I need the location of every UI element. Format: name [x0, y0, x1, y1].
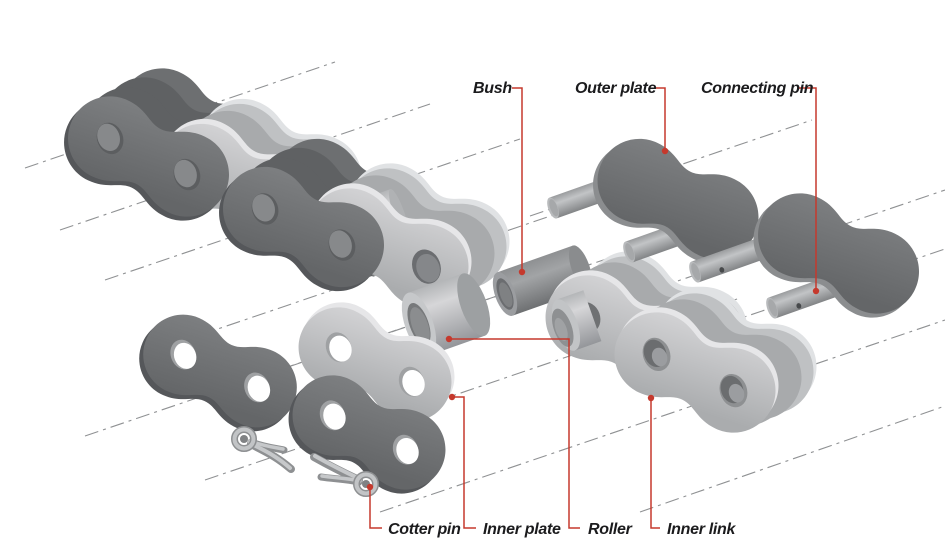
loose-outer-plate — [275, 362, 459, 507]
leader-lines — [369, 87, 817, 529]
part-labels: Bush Outer plate Connecting pin Cotter p… — [388, 80, 814, 538]
leader-dot — [647, 394, 655, 402]
cotter-pin-part — [231, 426, 295, 473]
leader-dot — [661, 147, 669, 155]
inner-link-assembly — [600, 274, 831, 447]
leader-dots — [366, 147, 820, 491]
leader-outer-plate — [654, 87, 666, 148]
pin-head — [96, 122, 124, 155]
label-roller: Roller — [588, 521, 633, 538]
loose-inner-plate — [285, 289, 468, 435]
outer-plate-with-pins — [547, 125, 773, 277]
leader-inner-plate — [453, 396, 476, 529]
label-connecting-pin: Connecting pin — [701, 80, 814, 97]
label-inner-link: Inner link — [667, 521, 737, 538]
pin-head — [251, 193, 279, 225]
cotter-pin-hole — [719, 267, 725, 273]
leader-dot — [448, 393, 456, 401]
assembled-chain — [50, 54, 524, 323]
connecting-pin-link — [689, 179, 933, 332]
leader-dot — [366, 483, 374, 491]
leader-connecting-pin — [799, 87, 817, 288]
leader-dot — [812, 287, 820, 295]
leader-dot — [518, 268, 526, 276]
label-outer-plate: Outer plate — [575, 80, 657, 97]
pin-head — [328, 229, 356, 261]
label-bush: Bush — [473, 80, 512, 97]
leader-roller — [451, 338, 580, 529]
empty-bush-hole — [412, 249, 441, 284]
loose-outer-plate — [126, 301, 310, 445]
leader-bush — [512, 87, 523, 269]
leader-cotter-pin — [369, 489, 382, 529]
outer-link-front-plate — [50, 82, 243, 235]
leader-inner-link — [650, 399, 660, 529]
label-cotter-pin: Cotter pin — [388, 521, 461, 538]
bush-stub — [551, 290, 602, 351]
cotter-pin-part — [310, 453, 379, 497]
link-hole — [719, 373, 748, 408]
label-inner-plate: Inner plate — [483, 521, 561, 538]
leader-dot — [445, 335, 453, 343]
link-hole — [642, 337, 671, 372]
cotter-pin-hole — [796, 303, 802, 309]
outer-link-front-plate — [205, 153, 398, 305]
pin-head — [173, 158, 201, 191]
